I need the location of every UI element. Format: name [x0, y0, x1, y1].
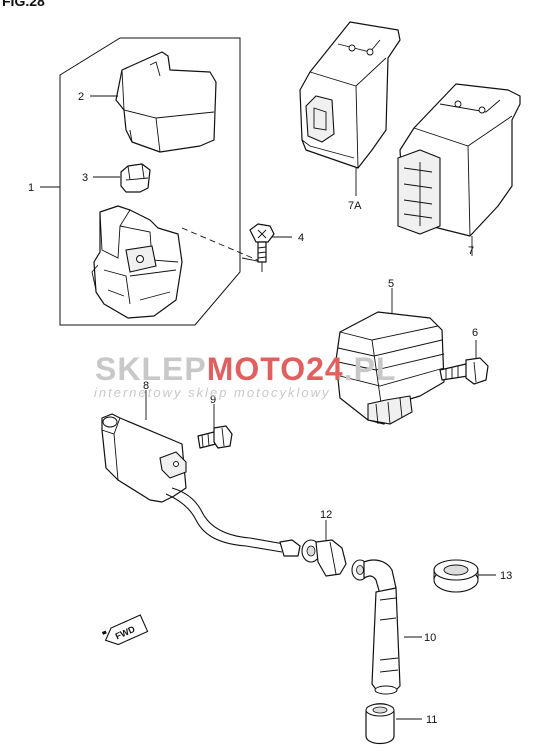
control-unit-7	[397, 83, 521, 237]
leader-lines	[40, 95, 496, 720]
callout-7a: 7A	[348, 200, 362, 212]
callout-2: 2	[78, 91, 84, 103]
watermark-brand-part3: 24	[306, 351, 344, 387]
callouts: 1 2 3 4 5 6 7 7A 8 9 10 11 12 13	[28, 91, 512, 726]
callout-12: 12	[320, 509, 332, 521]
bolt-9	[197, 425, 233, 449]
grommet-12	[301, 539, 347, 577]
callout-8: 8	[143, 380, 149, 392]
plug-cap-10	[351, 559, 401, 695]
svg-text:SKLEPMOTO24.PL: SKLEPMOTO24.PL	[95, 351, 396, 387]
fuse	[120, 163, 151, 193]
callout-13: 13	[500, 570, 512, 582]
relay-cover	[115, 51, 217, 153]
ignition-coil-8	[101, 413, 301, 557]
callout-6: 6	[472, 327, 478, 339]
control-unit-7a	[299, 21, 401, 169]
starter-relay	[91, 205, 183, 319]
fwd-direction-badge: FWD	[101, 614, 149, 646]
relay-assembly-outline	[59, 37, 241, 326]
callout-5: 5	[388, 278, 394, 290]
callout-10: 10	[424, 632, 436, 644]
grommet-13	[433, 559, 479, 593]
callout-7: 7	[468, 245, 474, 257]
callout-3: 3	[82, 172, 88, 184]
callout-11: 11	[426, 714, 437, 726]
callout-1: 1	[28, 182, 34, 194]
callout-9: 9	[210, 394, 216, 406]
cap-11	[365, 703, 395, 745]
bolt-4	[249, 223, 275, 263]
relay-assembly-group	[59, 37, 263, 326]
regulator-5	[335, 311, 445, 425]
watermark-brand-part1: SKLEP	[95, 351, 207, 387]
dash-leader	[181, 227, 263, 263]
watermark-brand-part4: .PL	[344, 351, 397, 387]
watermark: SKLEPMOTO24.PL internetowy sklep motocyk…	[94, 351, 396, 400]
watermark-tagline: internetowy sklep motocyklowy	[94, 385, 330, 400]
callout-4: 4	[298, 232, 304, 244]
watermark-brand-part2: MOTO	[207, 351, 306, 387]
figure-label: FIG.28	[2, 0, 45, 9]
forward-arrow-icon	[104, 614, 149, 646]
bolt-6	[439, 357, 489, 385]
